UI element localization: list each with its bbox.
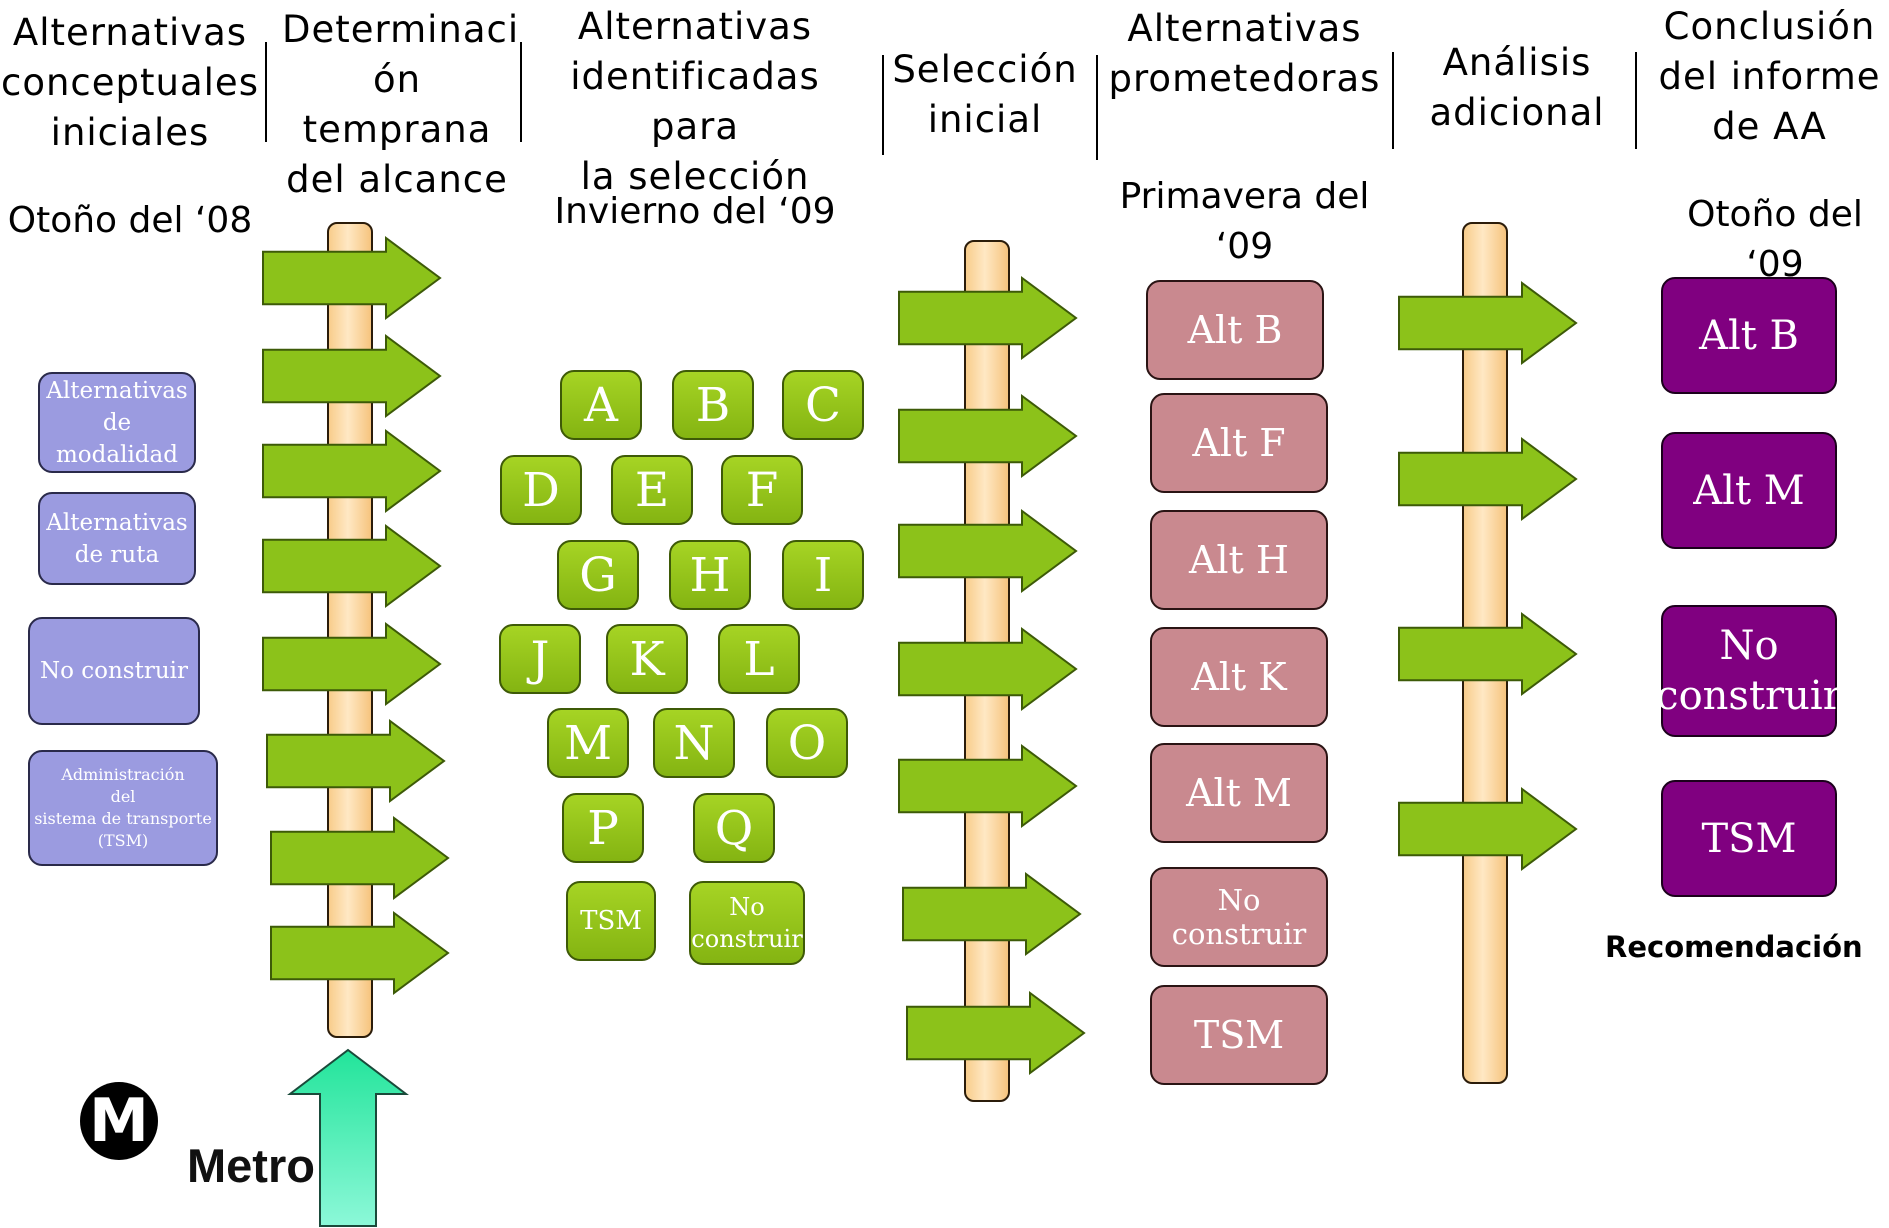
alt-box-n: N [653, 708, 735, 778]
flow-arrow-19 [1398, 787, 1578, 871]
conceptual-box-route: Alternativas de ruta [38, 492, 196, 585]
header-early-scoping: Determinaci ón temprana del alcance [282, 8, 520, 201]
header-identified-alternatives: Alternativas identificadas para la selec… [570, 5, 820, 198]
alt-box-f: F [721, 455, 803, 525]
promising-box-alt-h: Alt H [1150, 510, 1328, 610]
final-box-alt-m: Alt M [1661, 432, 1837, 549]
flow-arrow-10 [898, 394, 1078, 478]
header-separator [882, 55, 884, 155]
alt-box-o: O [766, 708, 848, 778]
recommendation-label: Recomendación [1605, 930, 1863, 964]
alt-box-p: P [562, 793, 644, 863]
flow-arrow-3 [262, 429, 442, 513]
metro-wordmark: Metro [187, 1139, 315, 1192]
conceptual-box-mode: Alternativas de modalidad [38, 372, 196, 473]
header-initial-alternatives: Alternativas conceptuales iniciales [1, 11, 259, 154]
header-aa-report-conclusion: Conclusión del informe de AA [1658, 5, 1881, 148]
header-separator [520, 42, 522, 142]
alt-box-q: Q [693, 793, 775, 863]
flow-arrow-15 [906, 991, 1086, 1075]
final-box-alt-b: Alt B [1661, 277, 1837, 394]
date-fall-08: Otoño del ‘08 [7, 200, 253, 241]
flow-arrow-4 [262, 524, 442, 608]
alt-box-tsm: TSM [566, 881, 656, 961]
flow-arrow-8 [270, 911, 450, 995]
date-fall-09: Otoño del ‘09 [1687, 194, 1863, 285]
promising-box-tsm: TSM [1150, 985, 1328, 1085]
flow-arrow-6 [266, 719, 446, 803]
promising-box-alt-b: Alt B [1146, 280, 1324, 380]
flow-arrow-5 [262, 622, 442, 706]
alt-box-l: L [718, 624, 800, 694]
conceptual-box-tsm: Administración del sistema de transporte… [28, 750, 218, 866]
conceptual-box-no-build: No construir [28, 617, 200, 725]
alt-box-j: J [499, 624, 581, 694]
alt-box-a: A [560, 370, 642, 440]
flow-arrow-2 [262, 334, 442, 418]
flow-arrow-13 [898, 744, 1078, 828]
header-separator [1096, 55, 1098, 160]
header-separator [265, 42, 267, 142]
date-winter-09: Invierno del ‘09 [554, 191, 836, 232]
alt-box-b: B [672, 370, 754, 440]
header-separator [1392, 52, 1394, 149]
promising-box-alt-k: Alt K [1150, 627, 1328, 727]
flow-arrow-14 [902, 872, 1082, 956]
flow-arrow-1 [262, 236, 442, 320]
flow-arrow-11 [898, 509, 1078, 593]
flow-arrow-12 [898, 627, 1078, 711]
flow-arrow-7 [270, 816, 450, 900]
alt-box-e: E [611, 455, 693, 525]
promising-box-alt-f: Alt F [1150, 393, 1328, 493]
flow-arrow-17 [1398, 437, 1578, 521]
alt-box-c: C [782, 370, 864, 440]
header-promising-alternatives: Alternativas prometedoras [1108, 7, 1381, 100]
alt-box-no-build: No construir [689, 881, 805, 965]
alt-box-g: G [557, 540, 639, 610]
alt-box-k: K [606, 624, 688, 694]
metro-m-icon: M [80, 1082, 158, 1160]
header-initial-selection: Selección inicial [892, 48, 1078, 141]
header-further-analysis: Análisis adicional [1429, 41, 1605, 134]
metro-logo: M Metro [80, 1082, 330, 1192]
promising-box-alt-m: Alt M [1150, 743, 1328, 843]
flow-arrow-18 [1398, 612, 1578, 696]
promising-box-no-build: No construir [1150, 867, 1328, 967]
date-spring-09: Primavera del ‘09 [1119, 176, 1370, 267]
alt-box-h: H [669, 540, 751, 610]
final-box-no-build: No construir [1656, 605, 1842, 737]
final-box-tsm: TSM [1661, 780, 1837, 897]
alt-box-d: D [500, 455, 582, 525]
alt-box-m: M [547, 708, 629, 778]
flow-arrow-9 [898, 276, 1078, 360]
flow-arrow-16 [1398, 281, 1578, 365]
header-separator [1635, 52, 1637, 149]
alt-box-i: I [782, 540, 864, 610]
